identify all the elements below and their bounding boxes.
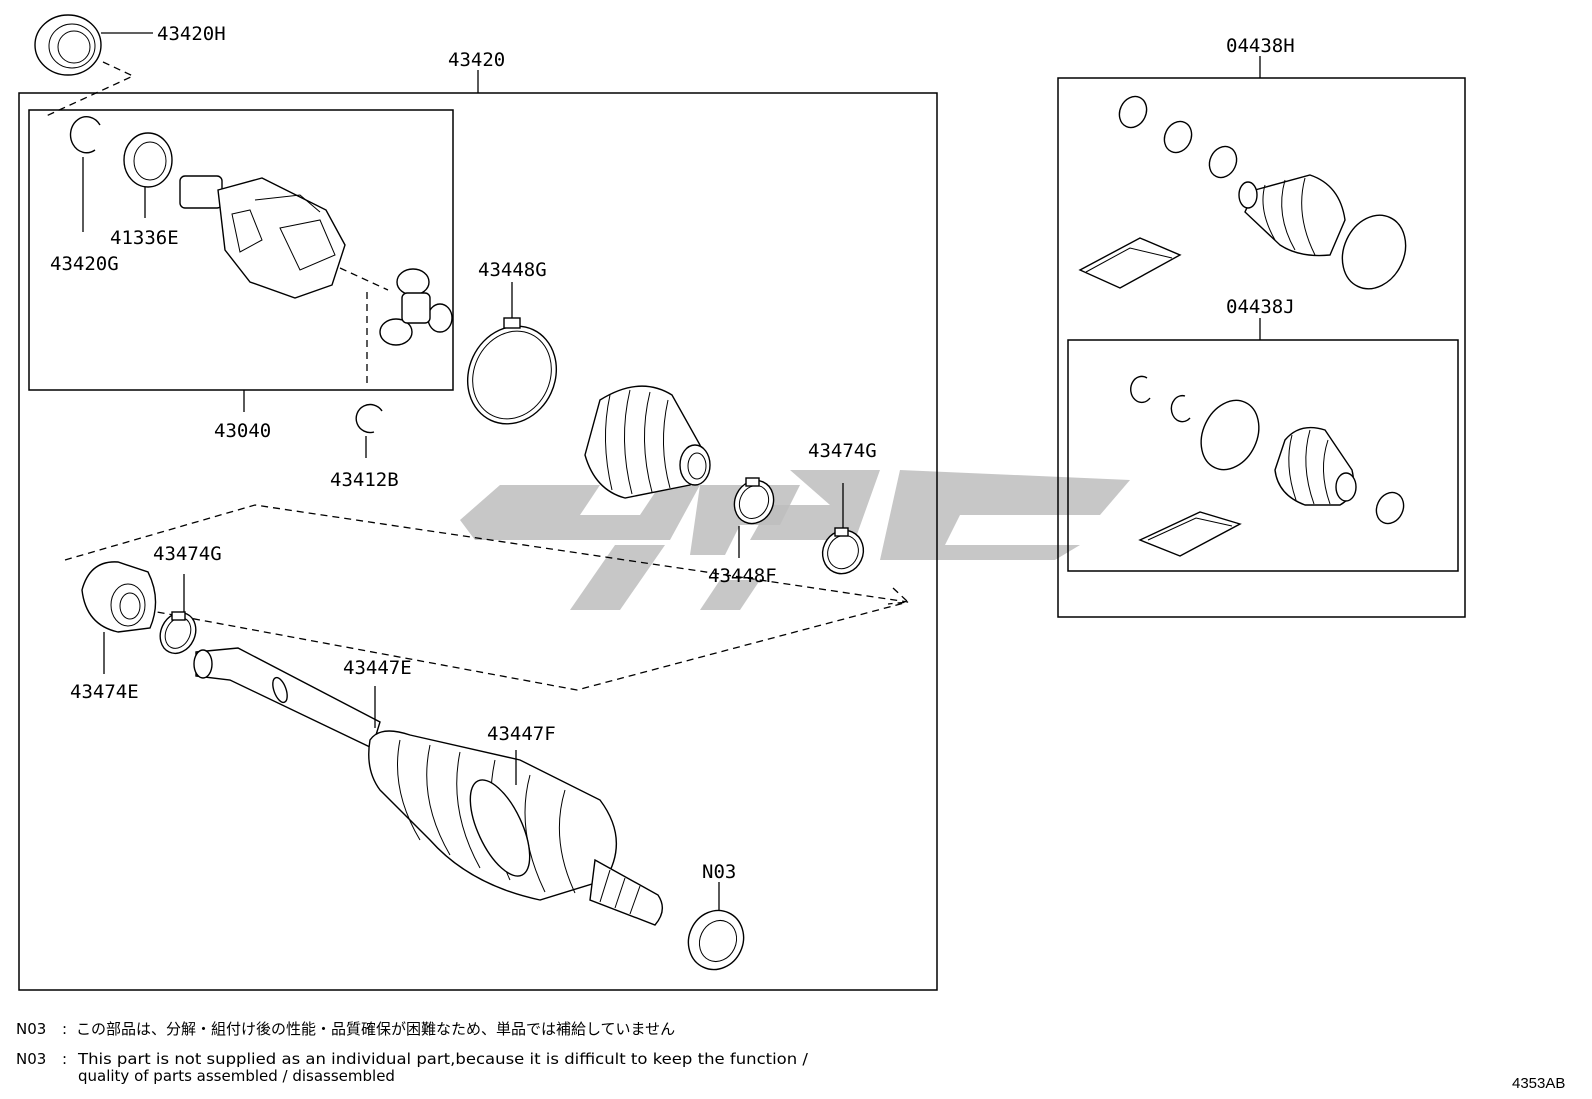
label-43474G-left: 43474G	[153, 543, 222, 565]
outer-cap-icon	[34, 14, 102, 76]
note-sep-en: :	[62, 1050, 67, 1068]
label-04438J: 04438J	[1226, 296, 1295, 318]
circlip-icon	[355, 403, 383, 434]
kit-j-boot-icon	[1274, 426, 1357, 506]
label-43040: 43040	[214, 420, 271, 442]
kit-h-band-icon	[1341, 214, 1407, 290]
label-43447F: 43447F	[487, 723, 556, 745]
boot-kit-inner-box	[1067, 339, 1459, 572]
label-43420G: 43420G	[50, 253, 119, 275]
label-43448F: 43448F	[708, 565, 777, 587]
kit-j-grease-icon	[1138, 511, 1242, 557]
drive-shaft-icon	[193, 647, 663, 926]
snap-ring-icon	[69, 116, 101, 154]
note-code-en: N03	[16, 1050, 46, 1068]
inboard-joint-box	[28, 109, 454, 391]
diagram-id: 4353AB	[1512, 1075, 1565, 1092]
label-43420H: 43420H	[157, 23, 226, 45]
label-41336E: 41336E	[110, 227, 179, 249]
note-text-en-line2: quality of parts assembled / disassemble…	[78, 1067, 395, 1085]
medium-clamp-icon	[733, 477, 775, 525]
tripod-icon	[379, 268, 453, 346]
label-N03: N03	[702, 861, 736, 883]
n03-seal-icon	[687, 909, 745, 971]
label-43448G: 43448G	[478, 259, 547, 281]
kit-j-snap-rings-icon	[1130, 375, 1191, 423]
large-clamp-icon	[466, 317, 558, 425]
small-clamp-left-icon	[159, 611, 197, 655]
boot-kit-outer-box	[1057, 77, 1466, 618]
seal-icon	[123, 132, 173, 188]
boot-icon	[584, 385, 711, 499]
outboard-joint-icon	[81, 561, 157, 633]
kit-j-clamp-icon	[1375, 491, 1405, 525]
kit-h-boot-icon	[1238, 174, 1346, 257]
label-43412B: 43412B	[330, 469, 399, 491]
watermark-logo	[460, 470, 1130, 610]
label-43420: 43420	[448, 49, 505, 71]
kit-h-clamps-icon	[1118, 95, 1238, 179]
label-43474G-right: 43474G	[808, 440, 877, 462]
label-43474E: 43474E	[70, 681, 139, 703]
note-text-en: This part is not supplied as an individu…	[77, 1050, 809, 1068]
label-43447E: 43447E	[343, 657, 412, 679]
note-sep-jp: :	[62, 1020, 67, 1038]
label-04438H: 04438H	[1226, 35, 1295, 57]
small-clamp-icon	[821, 527, 865, 575]
kit-j-band-icon	[1200, 399, 1260, 471]
note-code-jp: N03	[16, 1020, 46, 1038]
note-text-jp: この部品は、分解・組付け後の性能・品質確保が困難なため、単品では補給していません	[76, 1020, 675, 1038]
kit-h-grease-icon	[1078, 237, 1182, 289]
joint-housing-icon	[179, 175, 346, 299]
